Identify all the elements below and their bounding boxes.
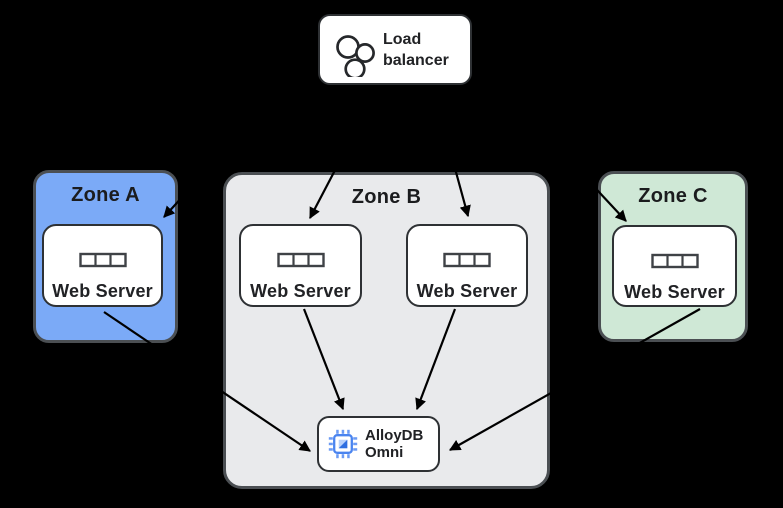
alloydb-omni-node: AlloyDB Omni [317, 416, 440, 472]
alloydb-chip-icon [328, 429, 358, 459]
load-balancer-label: Load balancer [383, 30, 449, 69]
web-server-zone-a: Web Server [42, 224, 163, 307]
zone-a-label: Zone A [71, 184, 140, 206]
alloydb-omni-label: AlloyDB Omni [365, 427, 424, 461]
web-server-zone-c: Web Server [612, 225, 737, 307]
load-balancer-icon [336, 34, 375, 77]
web-server-zone-b-1: Web Server [239, 224, 362, 307]
server-icon [443, 252, 491, 268]
server-icon [78, 252, 127, 268]
web-server-label: Web Server [624, 282, 725, 302]
server-icon [650, 253, 699, 269]
zone-b-label: Zone B [351, 186, 422, 208]
load-balancer-node: Load balancer [318, 14, 472, 85]
zone-c-label: Zone C [638, 185, 708, 207]
web-server-label: Web Server [52, 281, 153, 301]
web-server-label: Web Server [250, 281, 351, 301]
web-server-label: Web Server [416, 281, 518, 301]
server-icon [276, 252, 325, 268]
web-server-zone-b-2: Web Server [406, 224, 528, 307]
